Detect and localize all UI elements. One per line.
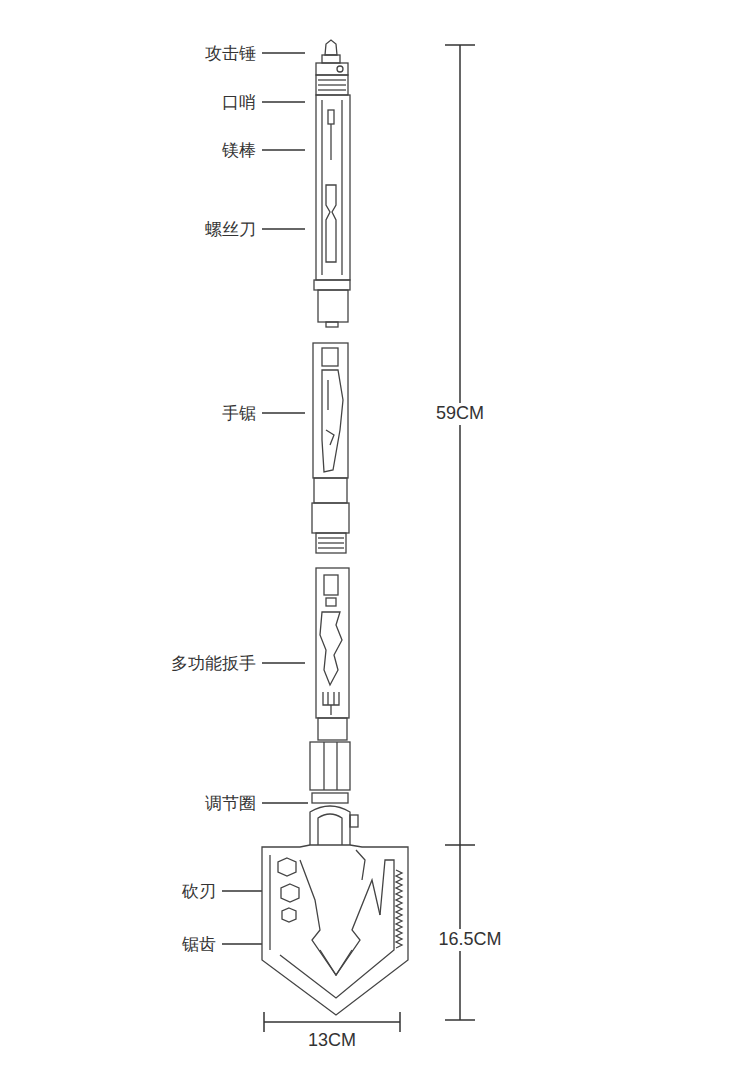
- part-label: 砍刃: [182, 881, 216, 901]
- part-label: 手锯: [222, 403, 256, 423]
- dimension-label: 16.5CM: [435, 929, 504, 951]
- adjusting-ring: [310, 793, 358, 845]
- dimension-label: 13CM: [308, 1030, 356, 1052]
- part-label: 多功能扳手: [171, 653, 256, 673]
- part-label: 锯齿: [182, 934, 216, 954]
- handle-lower: [310, 568, 350, 790]
- part-label: 调节圈: [205, 793, 256, 813]
- dimension-label: 59CM: [433, 403, 487, 425]
- part-label: 口哨: [222, 92, 256, 112]
- handle-top: [314, 40, 350, 327]
- handle-middle: [312, 343, 349, 553]
- part-label: 镁棒: [222, 140, 256, 160]
- part-label: 攻击锤: [205, 43, 256, 63]
- part-label: 螺丝刀: [205, 219, 256, 239]
- shovel-blade: [262, 845, 408, 1015]
